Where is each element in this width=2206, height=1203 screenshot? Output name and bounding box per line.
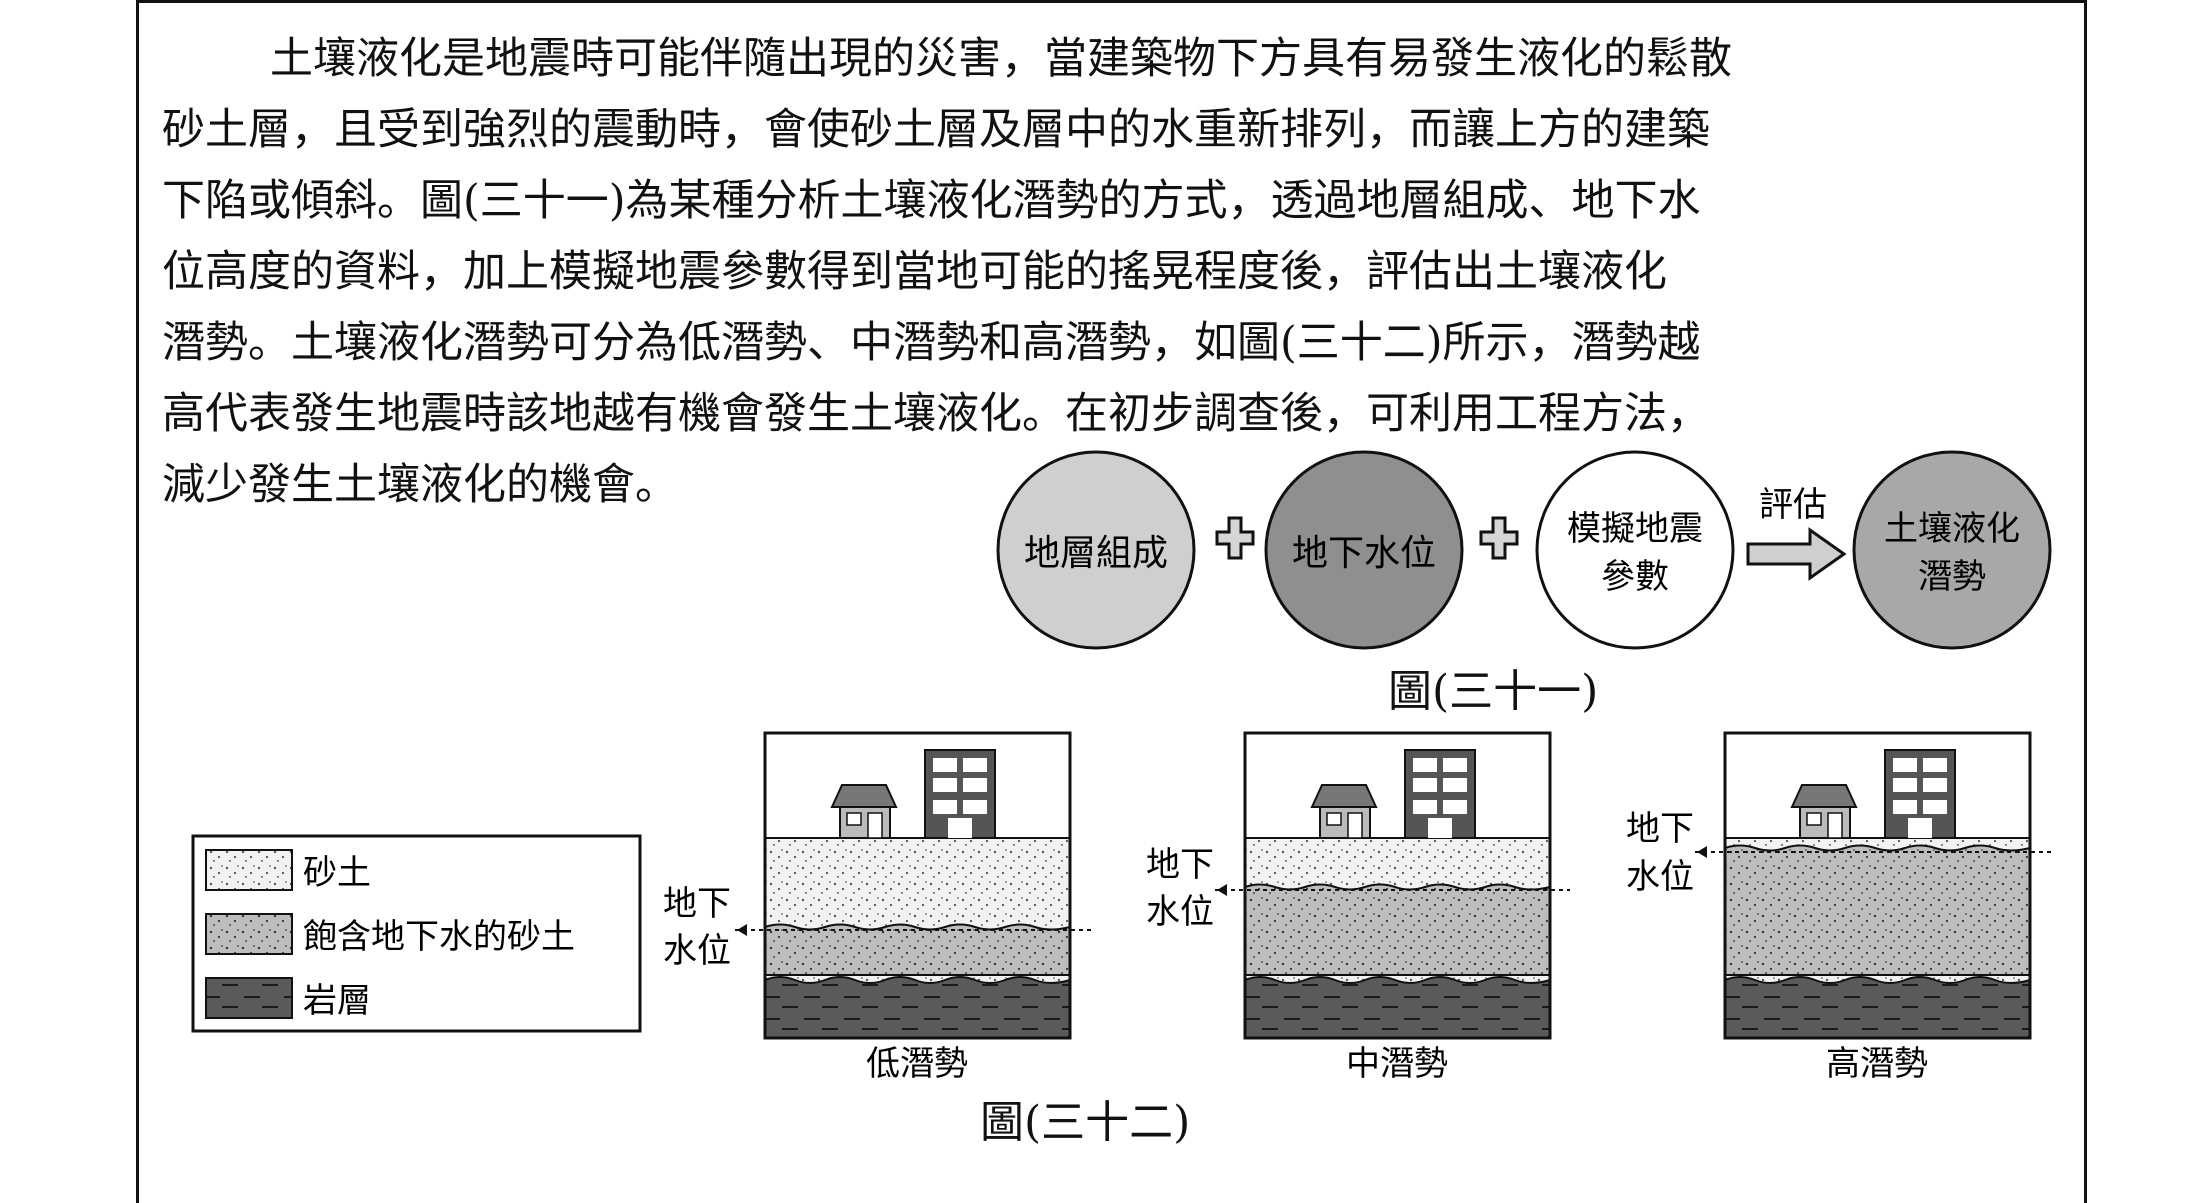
paragraph-line: 土壤液化是地震時可能伴隨出現的災害，當建築物下方具有易發生液化的鬆散 xyxy=(270,34,1732,84)
circle-earthquake-label-2: 參數 xyxy=(1601,557,1669,597)
circle-strata xyxy=(996,450,1196,650)
water-table-label-1: 地下 xyxy=(1626,809,1694,849)
circle-earthquake-label-1: 模擬地震 xyxy=(1567,509,1703,549)
panel-label-low: 低潛勢 xyxy=(866,1044,968,1084)
water-table-arrow-icon xyxy=(1697,846,1707,858)
water-table-label-1: 地下 xyxy=(663,884,731,924)
legend-label-saturated: 飽含地下水的砂土 xyxy=(303,917,575,957)
intro-paragraph: 土壤液化是地震時可能伴隨出現的災害，當建築物下方具有易發生液化的鬆散 砂土層，且… xyxy=(162,24,2052,521)
figure-31: 地層組成 地下水位 模擬地震 參數 評估 土壤液化 潛勢 xyxy=(996,450,2052,650)
circle-liquefaction-label-1: 土壤液化 xyxy=(1884,509,2020,549)
legend: 砂土 飽含地下水的砂土 岩層 xyxy=(191,834,642,1033)
page-border xyxy=(136,0,2087,1203)
paragraph-line: 高代表發生地震時該地越有機會發生土壤液化。在初步調查後，可利用工程方法， xyxy=(162,389,1710,439)
arrow-label: 評估 xyxy=(1759,485,1827,525)
figure-31-caption: 圖(三十一) xyxy=(1388,666,1599,717)
panel-label-high: 高潛勢 xyxy=(1826,1044,1928,1084)
legend-label-sand: 砂土 xyxy=(303,853,371,893)
paragraph-line: 潛勢。土壤液化潛勢可分為低潛勢、中潛勢和高潛勢，如圖(三十二)所示，潛勢越 xyxy=(162,318,1701,368)
water-table-arrow-icon xyxy=(1217,884,1227,896)
paragraph-line: 砂土層，且受到強烈的震動時，會使砂土層及層中的水重新排列，而讓上方的建築 xyxy=(162,105,1710,155)
circle-liquefaction xyxy=(1852,450,2052,650)
plus-icon xyxy=(1215,516,1255,560)
house-icon xyxy=(1310,784,1378,839)
building-icon xyxy=(1884,749,1956,839)
circle-earthquake xyxy=(1535,450,1735,650)
water-table-label-1: 地下 xyxy=(1146,845,1214,885)
panel-medium xyxy=(1215,731,1570,1040)
figure-32: 砂土 飽含地下水的砂土 岩層 xyxy=(191,731,2055,1084)
building-icon xyxy=(1404,749,1476,839)
legend-swatch-sand xyxy=(205,849,293,891)
legend-label-rock: 岩層 xyxy=(303,981,371,1021)
paragraph-line: 下陷或傾斜。圖(三十一)為某種分析土壤液化潛勢的方式，透過地層組成、地下水 xyxy=(162,176,1701,226)
panel-label-medium: 中潛勢 xyxy=(1346,1044,1448,1084)
panel-low xyxy=(735,731,1095,1040)
circle-groundwater xyxy=(1264,450,1464,650)
flow-diagram: 地層組成 地下水位 模擬地震 參數 評估 土壤液化 潛勢 xyxy=(996,450,2052,650)
paragraph-line: 位高度的資料，加上模擬地震參數得到當地可能的搖晃程度後，評估出土壤液化 xyxy=(162,247,1667,297)
circle-strata-label: 地層組成 xyxy=(1024,533,1168,574)
building-icon xyxy=(924,749,996,839)
water-table-arrow-icon xyxy=(737,924,747,936)
legend-swatch-saturated xyxy=(205,913,293,955)
house-icon xyxy=(830,784,898,839)
figure-32-caption: 圖(三十二) xyxy=(980,1097,1191,1148)
panel-high xyxy=(1695,731,2055,1040)
water-table-label-2: 水位 xyxy=(663,931,731,971)
plus-icon xyxy=(1479,516,1519,560)
circle-liquefaction-label-2: 潛勢 xyxy=(1918,557,1986,597)
water-table-label-2: 水位 xyxy=(1146,892,1214,932)
arrow-right-icon xyxy=(1746,527,1847,581)
circle-groundwater-label: 地下水位 xyxy=(1292,533,1436,574)
house-icon xyxy=(1790,784,1858,839)
legend-swatch-rock xyxy=(205,977,293,1019)
paragraph-line: 減少發生土壤液化的機會。 xyxy=(162,460,678,510)
water-table-label-2: 水位 xyxy=(1626,857,1694,897)
